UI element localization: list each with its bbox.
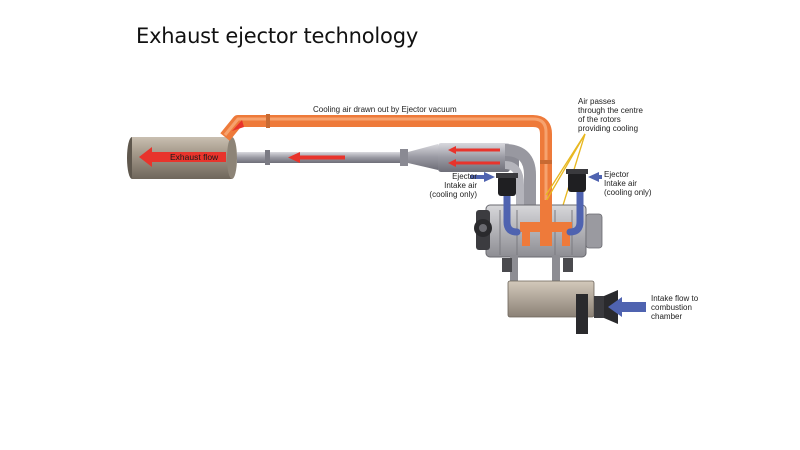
intake-flow-arrow [608,297,646,317]
air-passes-label: Air passes through the centre of the rot… [578,97,643,133]
svg-text:through the centre: through the centre [578,106,643,115]
cooling-air-label: Cooling air drawn out by Ejector vacuum [313,105,457,114]
svg-text:Intake flow to: Intake flow to [651,294,699,303]
intake-plenum [507,280,618,334]
svg-text:Air passes: Air passes [578,97,615,106]
svg-text:(cooling only): (cooling only) [429,190,477,199]
svg-text:Ejector: Ejector [604,170,629,179]
exhaust-pipe-arrow [288,152,345,163]
rotor-cooling-channels [520,200,572,246]
svg-text:Intake air: Intake air [444,181,477,190]
svg-text:Intake air: Intake air [604,179,637,188]
ejector-intake-label-right: Ejector Intake air (cooling only) [604,170,652,197]
ejector-inner-flow [448,146,500,167]
slide-title: Exhaust ejector technology [136,24,419,48]
ejector-intake-label-left: Ejector Intake air (cooling only) [429,172,477,199]
exhaust-pipe [237,143,519,172]
svg-text:of the rotors: of the rotors [578,115,621,124]
svg-text:(cooling only): (cooling only) [604,188,652,197]
svg-text:providing cooling: providing cooling [578,124,638,133]
ejector-intake-arrow-right [588,172,602,182]
cooling-air-arrow [232,120,244,131]
exhaust-flow-arrow: Exhaust flow [139,147,226,167]
svg-text:Ejector: Ejector [452,172,477,181]
ejector-intake-left [496,173,518,196]
svg-text:chamber: chamber [651,312,682,321]
exhaust-flow-label: Exhaust flow [170,152,219,162]
intake-flow-label: Intake flow to combustion chamber [651,294,699,321]
ejector-intake-arrow-left [470,172,495,182]
ejector-intake-right [566,169,588,192]
ejector-downpipes [504,144,536,205]
intake-air-channels [503,188,584,236]
svg-text:combustion: combustion [651,303,692,312]
cooling-air-pipe [220,114,552,220]
